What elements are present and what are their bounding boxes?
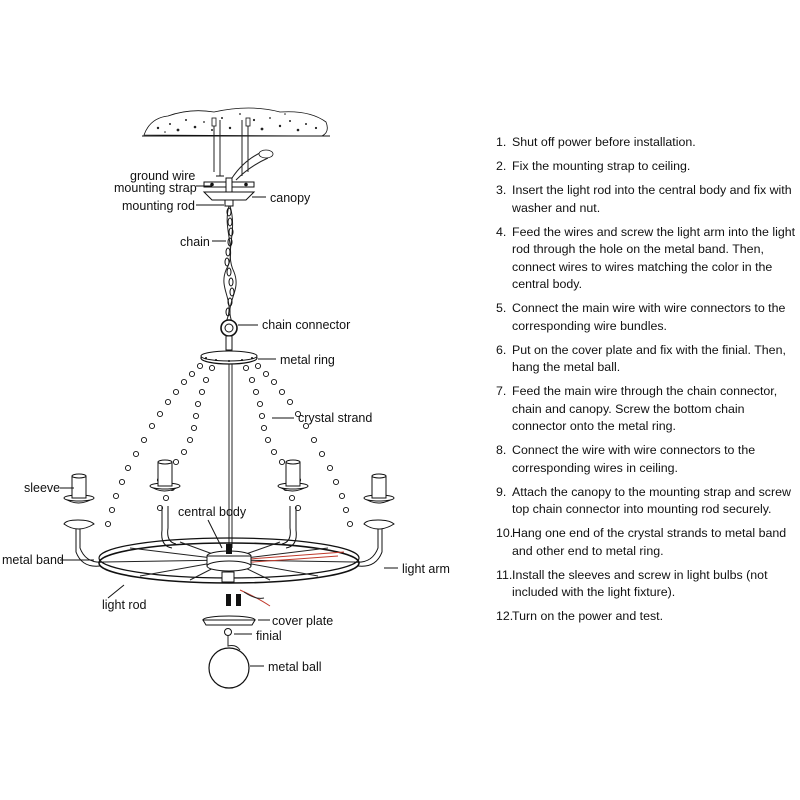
label-light-rod: light rod <box>102 598 147 612</box>
label-central-body: central body <box>178 505 247 519</box>
step-text: Hang one end of the crystal strands to m… <box>512 526 787 558</box>
central-body <box>206 544 265 606</box>
step-number: 9. <box>496 484 507 499</box>
step-text: Connect the wire with wire connectors to… <box>512 443 756 475</box>
leader-lines <box>60 175 398 667</box>
ceiling-wires <box>211 117 274 181</box>
label-chain-connector: chain connector <box>262 318 350 332</box>
ceiling <box>142 107 330 137</box>
label-chain: chain <box>180 235 210 249</box>
step-number: 5. <box>496 301 507 315</box>
step-number: 8. <box>496 443 507 457</box>
bottom-assembly <box>202 615 256 689</box>
step-number: 12. <box>496 609 514 623</box>
label-metal-band: metal band <box>2 553 64 567</box>
label-crystal-strand: crystal strand <box>298 411 372 425</box>
label-light-arm: light arm <box>402 562 450 576</box>
instruction-steps: 1. Shut off power before installation. 2.… <box>496 134 796 632</box>
step-text: Feed the wires and screw the light arm i… <box>512 224 796 292</box>
step-item: 5. Connect the main wire with wire connec… <box>496 300 796 335</box>
crystal-strands <box>104 362 354 528</box>
label-metal-ball: metal ball <box>268 660 322 674</box>
label-metal-ring: metal ring <box>280 353 335 367</box>
step-item: 6. Put on the cover plate and fix with th… <box>496 342 796 377</box>
step-text: Feed the main wire through the chain con… <box>512 384 778 433</box>
step-text: Put on the cover plate and fix with the … <box>512 342 786 375</box>
step-text: Insert the light rod into the central bo… <box>512 183 792 215</box>
step-text: Shut off power before installation. <box>512 135 696 149</box>
step-item: 3. Insert the light rod into the central … <box>496 182 796 217</box>
chain-connector <box>220 319 238 351</box>
label-cover-plate: cover plate <box>272 614 333 628</box>
step-text: Connect the main wire with wire connecto… <box>512 301 786 333</box>
step-item: 10.Hang one end of the crystal strands t… <box>496 525 796 560</box>
step-item: 12.Turn on the power and test. <box>496 608 796 626</box>
label-sleeve: sleeve <box>24 481 60 495</box>
step-number: 11. <box>496 567 513 582</box>
canopy-assembly <box>202 177 256 207</box>
step-text: Turn on the power and test. <box>512 609 664 623</box>
step-item: 4. Feed the wires and screw the light arm… <box>496 224 796 294</box>
label-finial: finial <box>256 629 282 643</box>
chain <box>223 205 237 323</box>
step-item: 2. Fix the mounting strap to ceiling. <box>496 158 796 176</box>
sleeves <box>63 459 395 530</box>
label-canopy: canopy <box>270 191 311 205</box>
part-labels: ground wire mounting strap mounting rod … <box>2 169 450 674</box>
label-mounting-strap: mounting strap <box>114 181 197 195</box>
step-text: Attach the canopy to the mounting strap … <box>512 484 791 517</box>
step-item: 9. Attach the canopy to the mounting stra… <box>496 484 796 519</box>
step-number: 10. <box>496 526 514 540</box>
step-number: 2. <box>496 159 507 173</box>
label-ground-wire: ground wire <box>130 169 195 183</box>
step-number: 6. <box>496 342 507 357</box>
step-text: Install the sleeves and screw in light b… <box>512 567 768 600</box>
light-arms <box>75 506 383 567</box>
metal-ring <box>200 350 258 548</box>
step-number: 3. <box>496 183 507 197</box>
step-item: 11.Install the sleeves and screw in ligh… <box>496 567 796 602</box>
label-mounting-rod: mounting rod <box>122 199 195 213</box>
step-number: 4. <box>496 224 507 239</box>
step-item: 1. Shut off power before installation. <box>496 134 796 152</box>
step-number: 1. <box>496 135 507 149</box>
step-item: 8. Connect the wire with wire connectors … <box>496 442 796 477</box>
step-text: Fix the mounting strap to ceiling. <box>512 159 691 173</box>
step-number: 7. <box>496 384 507 398</box>
step-item: 7. Feed the main wire through the chain c… <box>496 383 796 436</box>
